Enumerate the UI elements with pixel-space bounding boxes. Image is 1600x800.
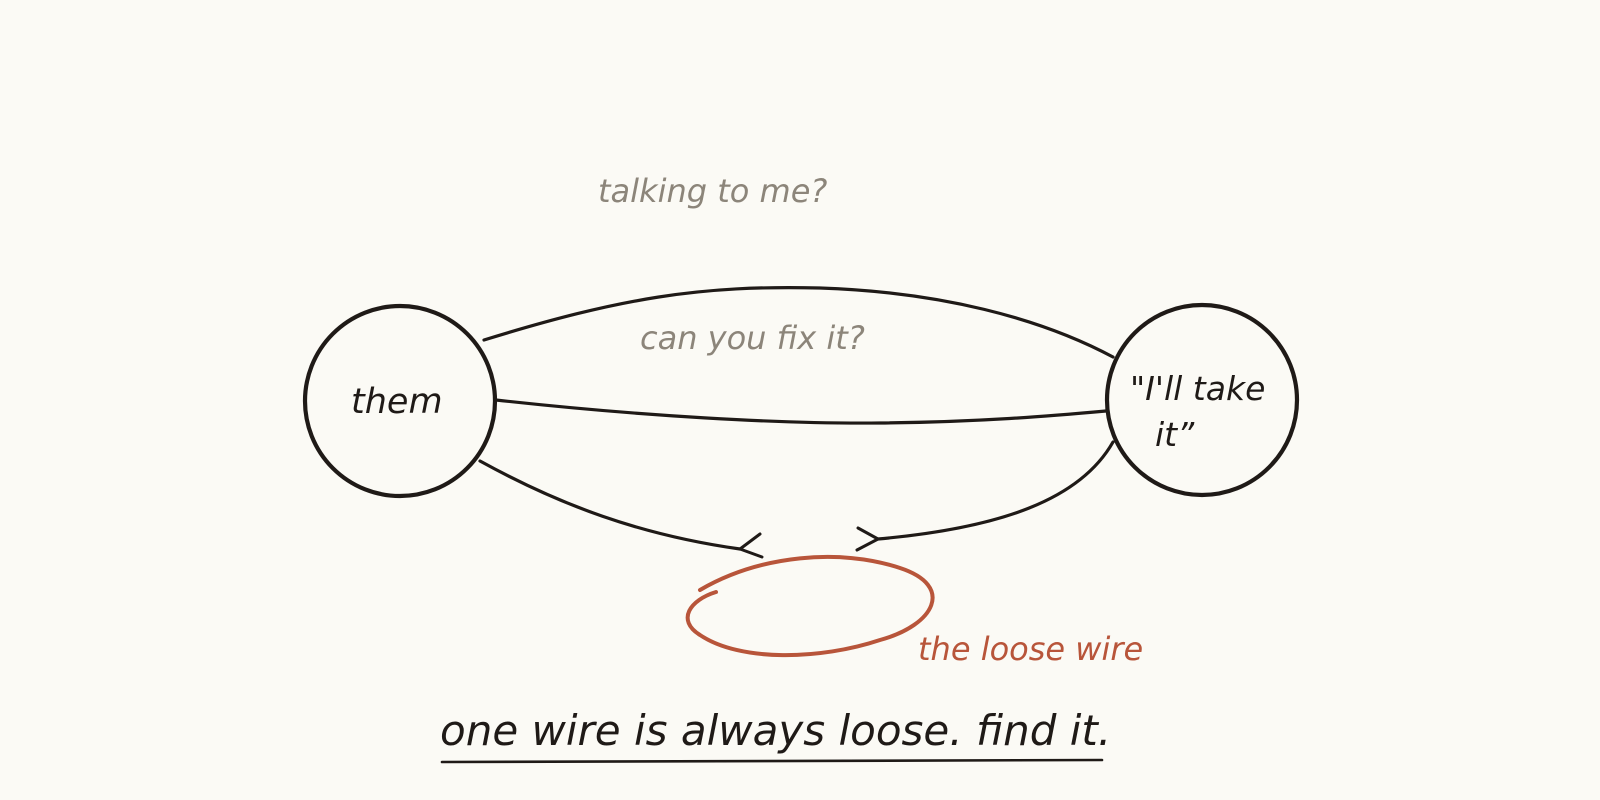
wire-open-end-right — [855, 526, 880, 552]
wire-top — [482, 285, 1115, 359]
node-label-them: them — [351, 382, 443, 422]
wire-bottom-right — [876, 440, 1115, 541]
loose-wire-loop — [685, 555, 935, 658]
caption-underline — [440, 758, 1104, 764]
caption: one wire is always loose. find it. — [440, 706, 1111, 755]
wire-middle — [494, 398, 1108, 425]
edge-label-top: talking to me? — [598, 172, 827, 210]
node-ill-take-it — [1104, 302, 1300, 498]
loose-wire-label: the loose wire — [918, 630, 1143, 668]
node-label-right-line2: it” — [1155, 415, 1195, 454]
wire-bottom-left — [478, 459, 742, 551]
node-them — [302, 303, 498, 499]
wire-open-end-left — [738, 532, 764, 559]
edge-label-middle: can you fix it? — [640, 319, 865, 357]
node-label-right-line1: "I'll take — [1130, 369, 1265, 408]
